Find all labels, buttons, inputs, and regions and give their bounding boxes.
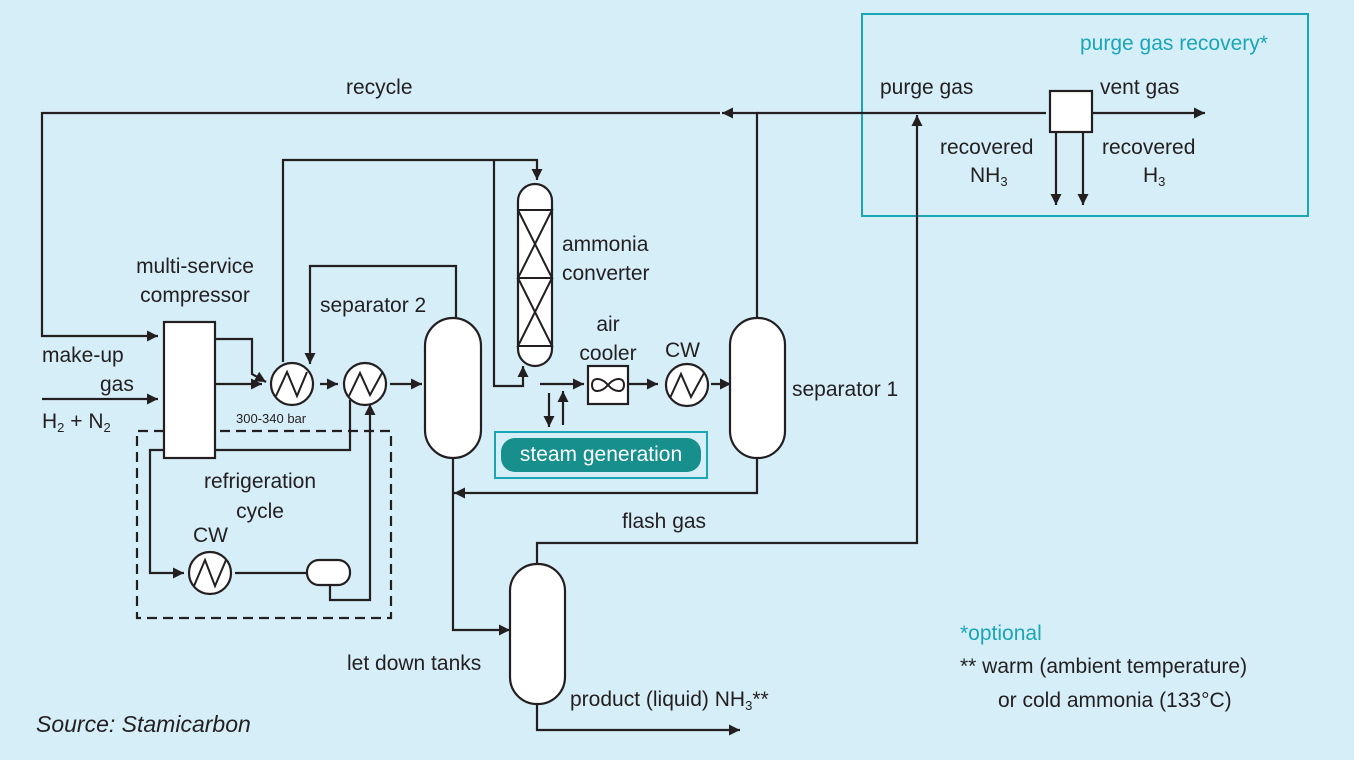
product-line <box>535 700 740 736</box>
subscript-3: 3 <box>1158 174 1166 189</box>
cw-cooler <box>664 362 710 408</box>
ammonia-note-1: ** warm (ambient temperature) <box>960 655 1248 678</box>
exchanger-zigzag-icon <box>275 369 308 399</box>
refrigeration-cycle-label-2: cycle <box>236 500 284 523</box>
product-suffix: ** <box>752 688 769 711</box>
cw-zigzag-icon <box>669 371 705 400</box>
product-label: product (liquid) NH3** <box>570 688 769 713</box>
separator-1-overhead-line <box>722 107 759 318</box>
n2-text: N <box>88 410 104 433</box>
cw-label: CW <box>665 339 700 362</box>
refrigeration-return-line <box>148 400 352 579</box>
refrigeration-cycle-boundary <box>135 429 393 620</box>
flash-gas-line <box>535 115 923 567</box>
optional-note: *optional <box>960 622 1042 645</box>
separator-2 <box>423 316 483 460</box>
recovered-nh3-label-1: recovered <box>940 136 1034 159</box>
recovered-h3-label-1: recovered <box>1102 136 1196 159</box>
ammonia-converter-label-1: ammonia <box>562 233 649 256</box>
separator-1-label: separator 1 <box>792 378 899 401</box>
h2-n2-label: H2 + N2 <box>42 410 111 435</box>
purge-gas-label: purge gas <box>880 76 974 99</box>
subscript-2: 2 <box>57 420 65 435</box>
plus-text: + <box>70 410 83 433</box>
recycle-line <box>40 111 720 342</box>
converter-bottom-feed-line <box>492 160 529 388</box>
refrigeration-cw-label: CW <box>193 524 228 547</box>
infinity-icon <box>590 378 626 392</box>
purge-gas-recovery-unit <box>1048 89 1094 134</box>
vent-gas-label: vent gas <box>1100 76 1180 99</box>
multi-service-compressor <box>162 320 217 460</box>
pressure-label: 300-340 bar <box>236 411 307 426</box>
separator-1-liquid-line <box>454 455 759 499</box>
ammonia-converter <box>516 182 554 368</box>
separator-2-overhead-line <box>304 264 458 364</box>
subscript-3: 3 <box>1000 174 1008 189</box>
refrigeration-cycle-label-1: refrigeration <box>203 470 317 493</box>
separator-2-liquid-line <box>451 455 510 636</box>
subscript-2: 2 <box>103 420 111 435</box>
nh-text: NH <box>970 164 1001 187</box>
converter-top-feed-line <box>281 158 543 362</box>
air-cooler-label-2: cooler <box>579 342 637 365</box>
let-down-tanks-label: let down tanks <box>347 652 482 675</box>
purge-gas-recovery-box <box>861 13 1309 217</box>
subscript-3: 3 <box>745 698 753 713</box>
ammonia-note-2: or cold ammonia (133°C) <box>998 689 1232 712</box>
purge-gas-recovery-title: purge gas recovery* <box>1080 32 1268 55</box>
let-down-tank <box>508 562 567 706</box>
compressor-label-2: compressor <box>140 284 250 307</box>
converter-bed-2-icon <box>516 277 554 347</box>
steam-generation-label: steam generation <box>501 438 701 472</box>
air-cooler-label-1: air <box>596 313 620 336</box>
separator-1 <box>728 316 787 460</box>
separator-2-label: separator 2 <box>320 294 427 317</box>
chiller-zigzag-icon <box>348 370 383 398</box>
source-label: Source: Stamicarbon <box>36 711 251 737</box>
recovered-h3-label-2: H3 <box>1143 164 1165 189</box>
product-text: product (liquid) NH <box>570 688 746 711</box>
make-up-gas-label-2: gas <box>100 373 134 396</box>
compressor-label-1: multi-service <box>136 255 254 278</box>
h2-text: H <box>42 410 58 433</box>
compressor-to-exchanger-line <box>215 337 267 383</box>
recovered-nh3-label-2: NH3 <box>970 164 1008 189</box>
refrigeration-supply-line <box>328 404 376 602</box>
refrigerant-receiver <box>305 558 352 587</box>
h-text: H <box>1143 164 1159 187</box>
steam-generation-box: steam generation <box>494 431 708 479</box>
recycle-label: recycle <box>346 76 413 99</box>
flash-gas-label: flash gas <box>622 510 707 533</box>
refrigeration-cw-zigzag-icon <box>193 557 227 589</box>
ammonia-converter-label-2: converter <box>562 262 650 285</box>
make-up-gas-label-1: make-up <box>42 344 124 367</box>
